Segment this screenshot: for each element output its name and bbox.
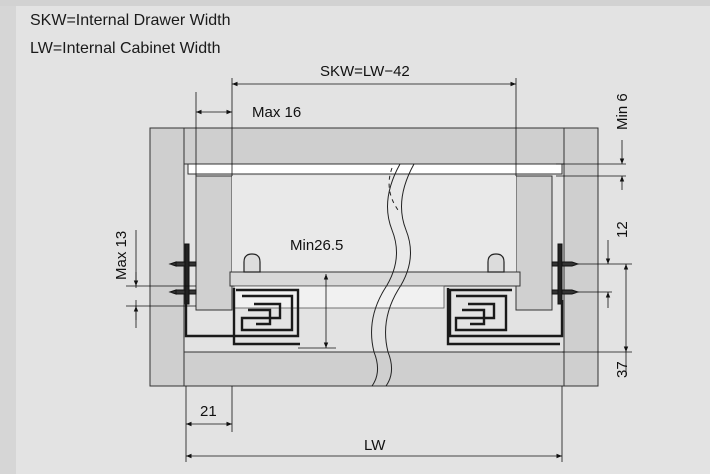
mounting-screws [168,243,580,305]
screw-right-upper [551,261,580,267]
left-edge-strip [0,0,16,474]
legend-skw: SKW=Internal Drawer Width [30,12,231,29]
cabinet-bottom-panel [149,351,599,387]
label-max16: Max 16 [252,104,301,121]
clip-left [243,253,261,273]
label-skw-formula: SKW=LW−42 [320,63,410,80]
cabinet-right-panel [563,127,599,387]
screw-right-lower [551,289,580,295]
break-marks [371,163,415,387]
clip-right [487,253,505,273]
screw-left-upper [168,261,197,267]
left-rail-plate [184,243,190,305]
locking-clips [243,253,505,273]
legend-lw: LW=Internal Cabinet Width [30,40,221,57]
drawer-top-gap [187,163,563,175]
slide-profile-left [184,288,300,346]
drawer-interior [232,176,516,272]
drawer-left-side [195,175,233,311]
top-edge-strip [0,0,710,6]
label-12: 12 [614,221,631,238]
cabinet-top-panel [149,127,599,165]
slide-profile-right [446,288,564,346]
dimension-lines [126,78,632,462]
cabinet-left-panel [149,127,185,387]
label-min6: Min 6 [614,93,631,130]
label-lw: LW [364,437,386,454]
cabinet-frame [149,127,599,387]
label-max13: Max 13 [113,231,130,280]
right-rail-plate [557,243,563,305]
drawer-bottom-plate [229,271,521,287]
screw-left-lower [168,289,197,295]
label-min26-5: Min26.5 [290,237,343,254]
drawer-right-side [515,175,553,311]
label-21: 21 [200,403,217,420]
label-37: 37 [614,361,631,378]
drawer-body [187,163,563,311]
